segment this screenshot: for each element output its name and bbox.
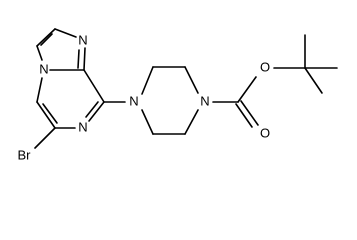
bond-c6-br <box>34 127 56 149</box>
atom-label-o-carbonyl: O <box>260 125 270 140</box>
bond-carbonyl-c-o-double-a <box>235 103 253 128</box>
bond-carbonyl-c-o-ester <box>237 76 257 103</box>
bond-c8-c8a <box>83 69 105 103</box>
bond-n7-c8 <box>88 101 105 122</box>
atom-label-n-bridgehead: N <box>39 61 48 76</box>
bond-imidazole-c1-n1 <box>54 28 77 38</box>
bond-pip-n1-c2 <box>141 66 154 95</box>
atom-label-n-imidazole: N <box>78 32 87 47</box>
atom-label-n-piperazine-left: N <box>129 93 138 108</box>
bond-n7-c8-double <box>85 101 99 118</box>
bond-n4-c5 <box>36 77 43 103</box>
bond-pip-n1-c6 <box>141 109 154 135</box>
bond-imidazole-n1-c8a-double <box>77 49 80 69</box>
atom-labels: N N N Br N N O O <box>18 32 271 162</box>
atom-label-o-ester: O <box>260 59 270 74</box>
bond-imidazole-c2-n4 <box>36 45 43 61</box>
bond-pip-c5-n4 <box>184 109 199 135</box>
bond-tbu-c-me-bottom <box>304 67 323 94</box>
bond-c5-c6-double <box>42 103 58 124</box>
bond-imidazole-n1-c8a <box>83 47 86 71</box>
atom-label-bromine: Br <box>18 147 32 162</box>
bond-pip-c3-n4 <box>184 66 199 94</box>
bond-c5-c6 <box>36 101 56 129</box>
bond-imidazole-c1-c2-double <box>40 33 53 46</box>
atom-label-n-pyrazine: N <box>78 119 87 134</box>
bond-carbonyl-c-o-double-b <box>240 100 259 126</box>
atom-label-n-piperazine-right: N <box>200 93 209 108</box>
bond-imidazole-c1-c2 <box>36 28 56 47</box>
bonds <box>34 28 338 149</box>
chemical-structure-diagram: N N N Br N N O O <box>18 28 338 162</box>
